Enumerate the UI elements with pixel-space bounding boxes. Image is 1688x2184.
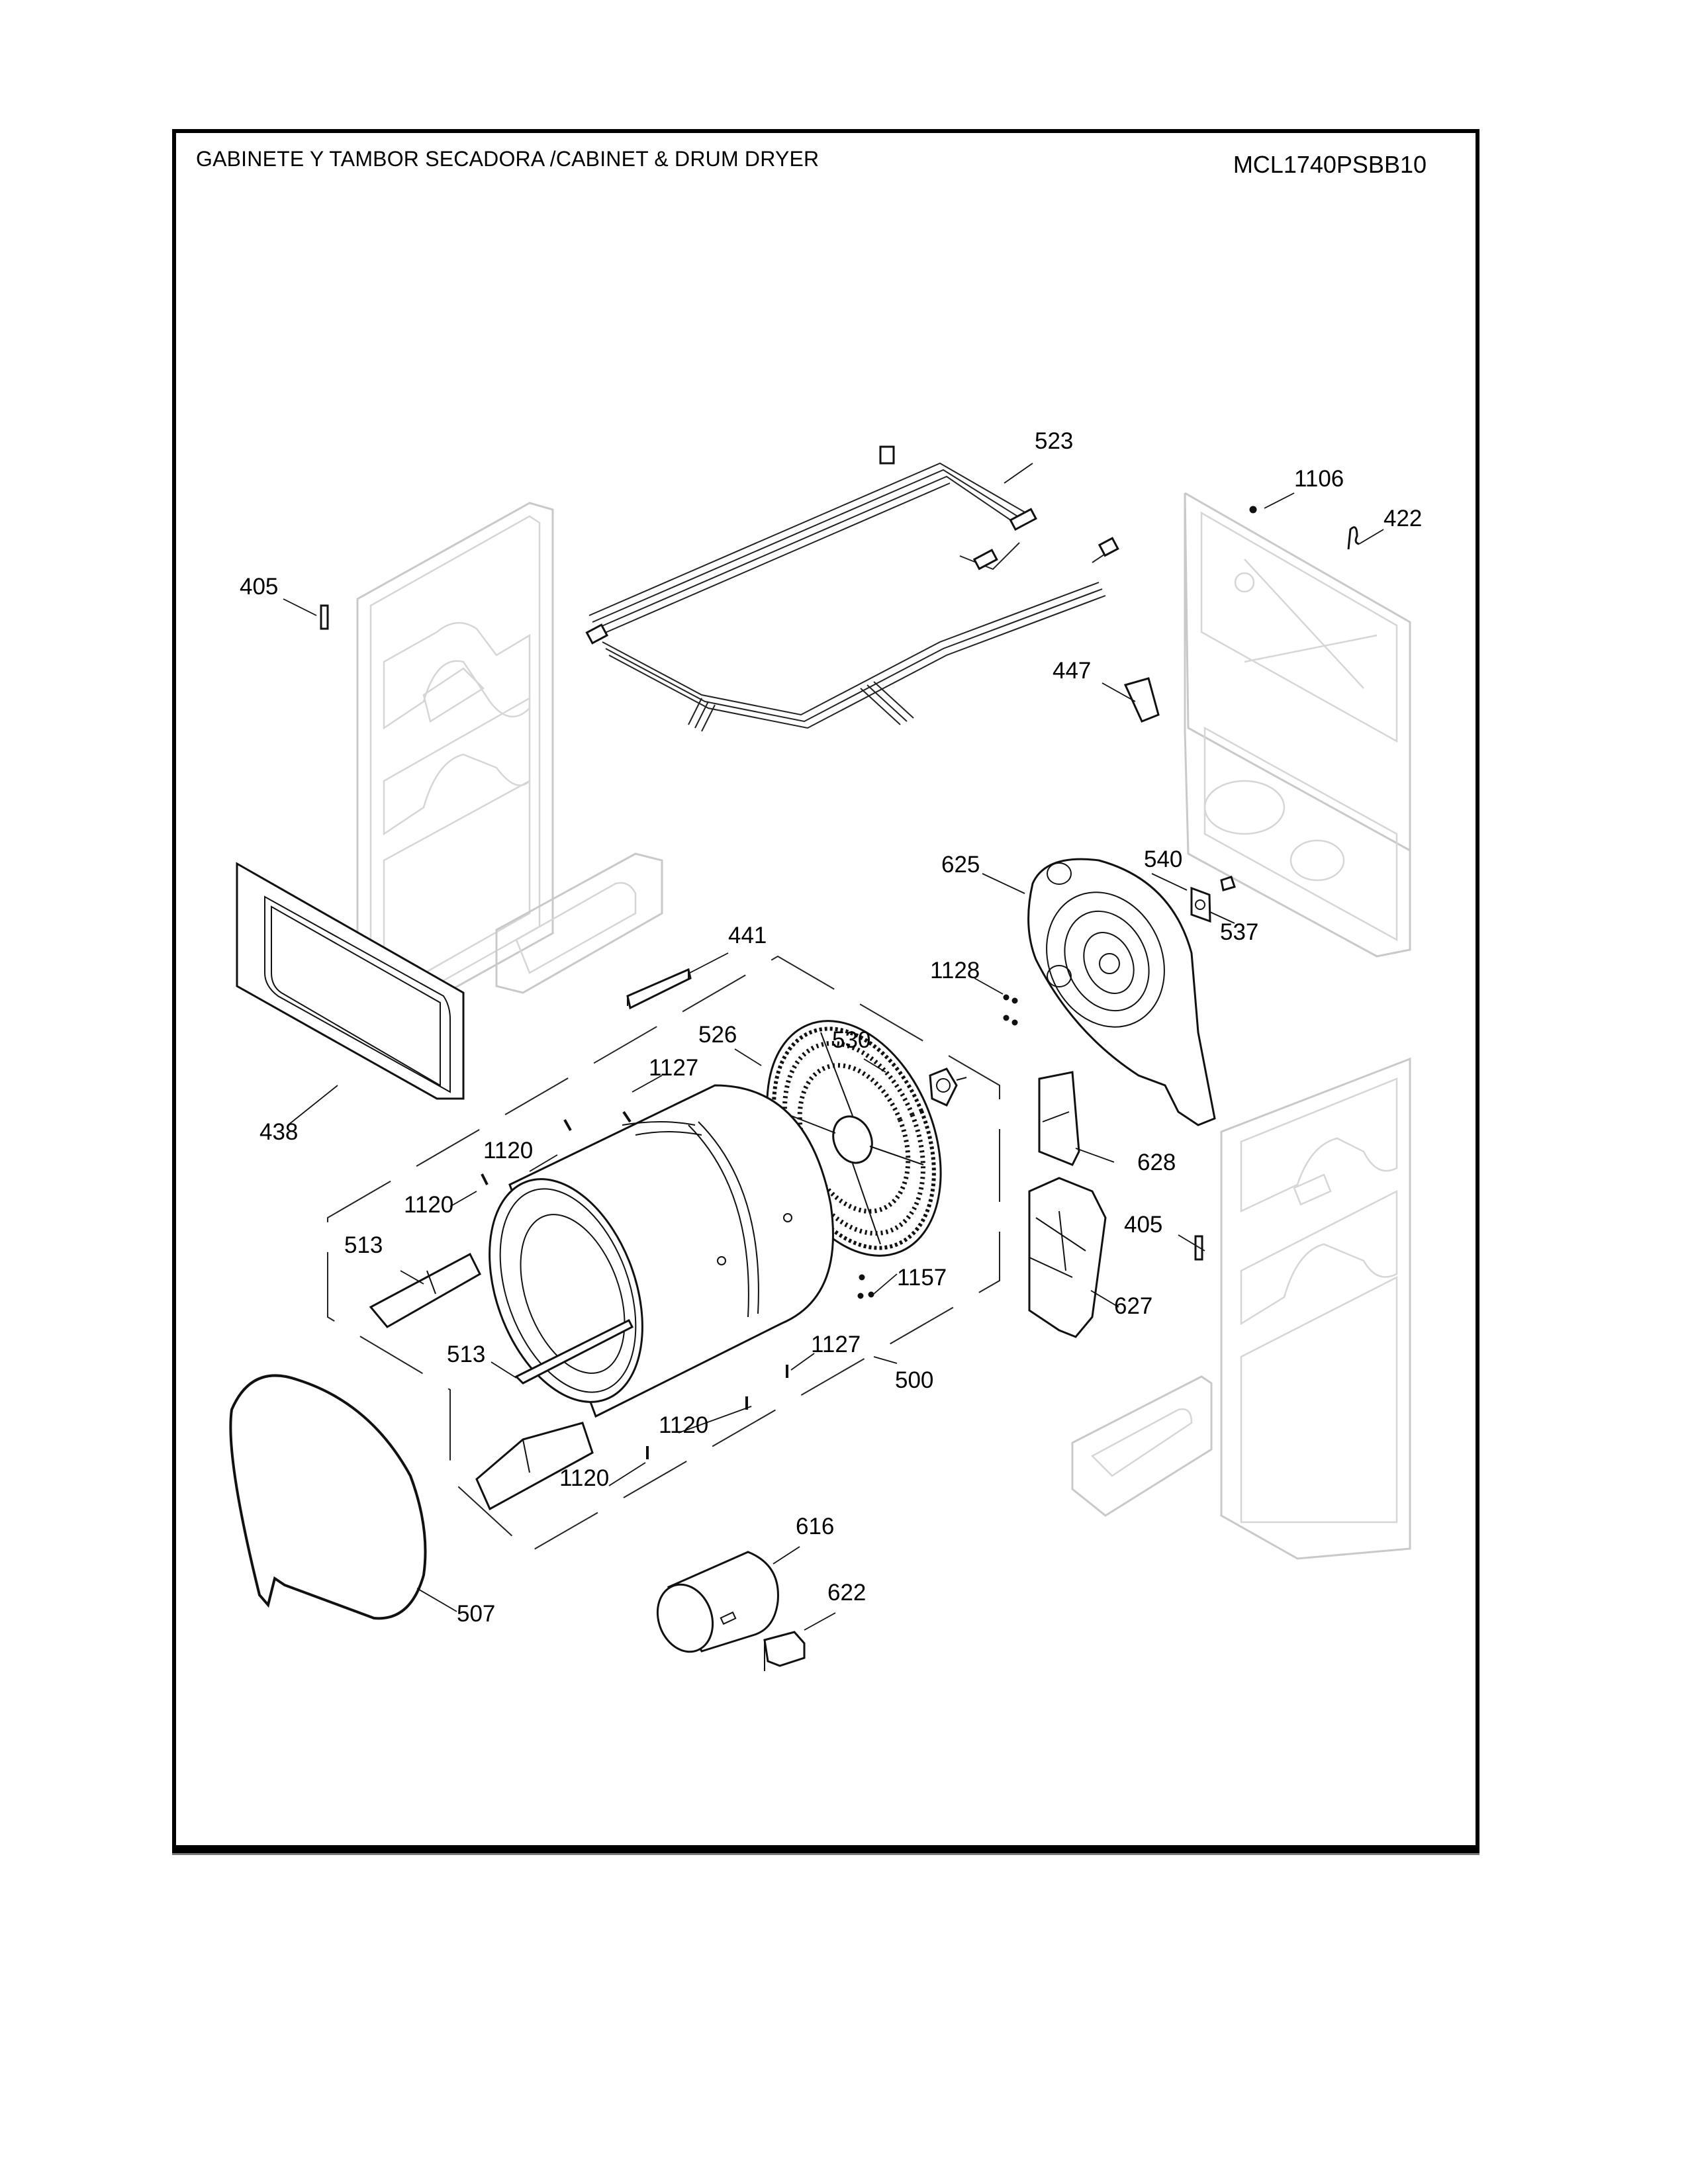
label-500: 500 — [895, 1367, 933, 1393]
label-616: 616 — [796, 1514, 834, 1539]
duct-housing — [1028, 1177, 1107, 1338]
label-422: 422 — [1383, 506, 1422, 531]
bearing-housing — [1027, 858, 1216, 1126]
label-438: 438 — [259, 1119, 298, 1145]
label-1120-mid: 1120 — [483, 1138, 533, 1163]
label-1120-b2: 1120 — [559, 1465, 609, 1491]
bottom-right-plate-ghost — [1071, 1375, 1213, 1517]
screw-top — [1249, 506, 1257, 514]
heater-cylinder — [656, 1551, 779, 1653]
drum-assembly-boundary — [327, 955, 1000, 1553]
motor-bracket — [1038, 1071, 1080, 1166]
label-405-left: 405 — [240, 574, 278, 600]
label-441: 441 — [728, 923, 767, 948]
shaft-hub — [929, 1068, 967, 1107]
label-1120-b1: 1120 — [659, 1412, 708, 1438]
label-622: 622 — [827, 1580, 866, 1606]
clip-left — [320, 604, 329, 630]
baffle-lower — [475, 1422, 594, 1511]
label-1120-left: 1120 — [404, 1192, 453, 1218]
label-523: 523 — [1035, 428, 1073, 454]
clip-top — [1347, 526, 1360, 550]
bracket-back — [1123, 677, 1160, 723]
label-1127-bottom: 1127 — [811, 1332, 861, 1357]
label-627: 627 — [1114, 1293, 1152, 1319]
label-625: 625 — [941, 852, 980, 878]
label-1106: 1106 — [1294, 466, 1344, 492]
drum — [489, 1084, 834, 1418]
label-507: 507 — [457, 1601, 495, 1627]
leader-lines — [283, 463, 1384, 1631]
connector — [1220, 876, 1236, 891]
diagram-title: GABINETE Y TAMBOR SECADORA /CABINET & DR… — [196, 147, 820, 171]
label-628: 628 — [1137, 1150, 1176, 1175]
label-405-right: 405 — [1124, 1212, 1162, 1238]
model-number: MCL1740PSBB10 — [1233, 151, 1427, 178]
label-447: 447 — [1053, 658, 1091, 684]
diagram-frame — [172, 129, 1479, 1853]
part-labels: 523 1106 422 405 447 438 441 625 540 537… — [240, 428, 1422, 1627]
label-513-lower: 513 — [447, 1342, 485, 1367]
rear-screws — [1003, 994, 1018, 1026]
label-1157: 1157 — [897, 1265, 947, 1291]
bottom-left-plate-ghost — [495, 852, 663, 994]
bearing-plate — [1190, 886, 1211, 923]
baffle-inner — [514, 1318, 634, 1385]
label-530: 530 — [832, 1027, 870, 1053]
front-seal — [229, 1374, 427, 1620]
rail-bracket — [626, 968, 692, 1010]
label-513-upper: 513 — [344, 1232, 383, 1258]
label-537: 537 — [1220, 919, 1258, 945]
wire-harness — [585, 445, 1119, 732]
right-side-panel-ghost — [1220, 1057, 1411, 1560]
back-panel-ghost — [1184, 492, 1411, 958]
baffle-upper — [369, 1252, 481, 1328]
label-1127-top: 1127 — [649, 1055, 698, 1081]
label-526: 526 — [698, 1022, 737, 1048]
label-1128: 1128 — [930, 958, 980, 983]
thermostat — [763, 1631, 806, 1671]
label-540: 540 — [1144, 846, 1182, 872]
front-panel — [236, 862, 465, 1100]
